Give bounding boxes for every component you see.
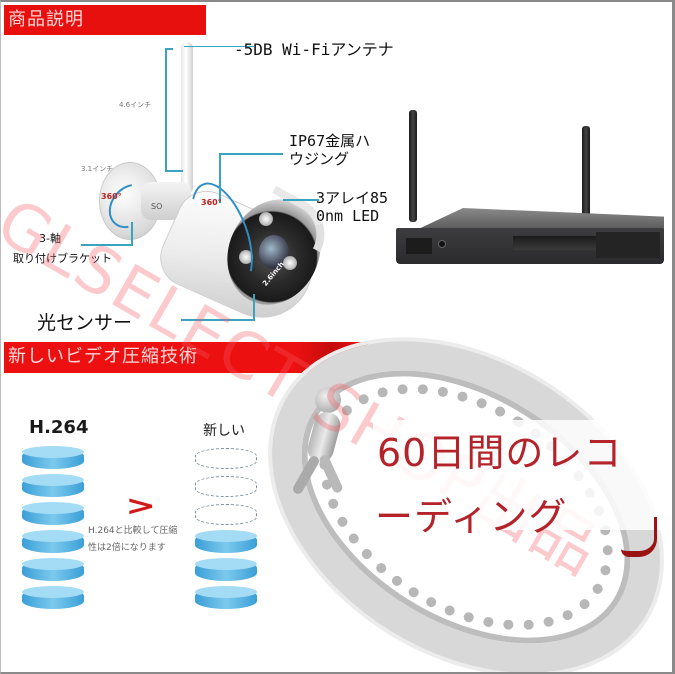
leader-line (219, 153, 221, 203)
saved-disk-outline-icon (195, 448, 257, 469)
leader-line (283, 199, 319, 201)
storage-disk-icon (22, 474, 84, 497)
compression-note: H.264と比較して圧縮 性は2倍になります (88, 526, 178, 553)
callout-ir-led: 3アレイ85 0nm LED (316, 189, 389, 225)
nvr-power-button-icon (438, 240, 446, 248)
runner-figure-head (315, 387, 341, 413)
storage-disk-icon (195, 530, 257, 553)
leader-line (184, 46, 254, 47)
callout-bracket: 取り付けブラケット (13, 252, 112, 265)
section-banner-product-description: 商品説明 (4, 5, 206, 35)
leader-line (165, 170, 183, 172)
section-title: 商品説明 (8, 9, 84, 30)
nvr-antenna (582, 126, 590, 222)
section-title: 新しいビデオ圧縮技術 (8, 346, 198, 367)
storage-disk-icon (22, 558, 84, 581)
storage-disk-icon (22, 586, 84, 609)
leader-line (181, 319, 255, 321)
storage-disk-icon (22, 446, 84, 469)
recording-headline-continued: ーディング (375, 495, 568, 539)
storage-disk-icon (195, 558, 257, 581)
new-codec-label: 新しい (203, 423, 245, 439)
mount-rotation-label: 360° (101, 192, 122, 201)
camera-antenna (181, 42, 193, 192)
leader-line (165, 48, 173, 50)
ir-led-icon (259, 212, 273, 226)
leader-line (219, 153, 283, 155)
section-banner-compression: 新しいビデオ圧縮技術 (4, 342, 368, 373)
ir-led-icon (239, 250, 253, 264)
leader-line (131, 222, 133, 244)
h264-label: H.264 (29, 417, 89, 438)
recording-days-headline: 60日間のレコ (377, 431, 623, 475)
leader-line (253, 294, 255, 320)
tilt-label: SO (151, 202, 163, 211)
antenna-length-label: 4.6インチ (119, 101, 152, 109)
storage-disk-icon (22, 530, 84, 553)
nvr-antenna (409, 110, 417, 222)
nvr-drive-slot (513, 236, 619, 250)
red-swoosh-icon (621, 517, 657, 557)
callout-light-sensor: 光センサー (37, 312, 133, 334)
callout-housing: IP67金属ハ ウジング (289, 132, 371, 168)
camera-rotation-label: 360° (201, 198, 222, 207)
saved-disk-outline-icon (195, 504, 257, 525)
ir-led-icon (283, 256, 297, 270)
bracket-length-label: 3.1インチ (81, 165, 114, 173)
promo-backdrop (373, 420, 672, 530)
callout-bracket-axis: 3-軸 (39, 232, 61, 245)
storage-disk-icon (22, 502, 84, 525)
nvr-vent (406, 238, 432, 254)
saved-disk-outline-icon (195, 476, 257, 497)
storage-disk-icon (195, 586, 257, 609)
leader-line (165, 48, 167, 170)
greater-than-icon: > (125, 489, 156, 522)
nvr-front-panel (396, 228, 664, 264)
nvr-indicator-panel (596, 232, 660, 258)
leader-line (81, 244, 133, 246)
callout-antenna: -5DB Wi-Fiアンテナ (234, 40, 394, 59)
